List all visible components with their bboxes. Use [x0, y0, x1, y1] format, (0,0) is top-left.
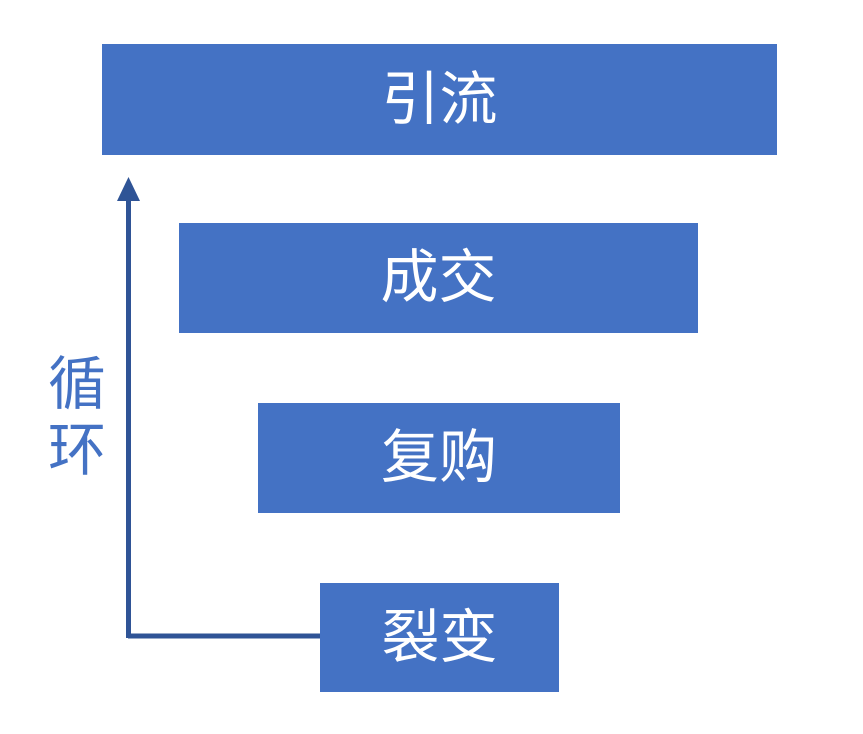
loop-caption-line-2: 环 — [47, 418, 106, 483]
stage-bar-1[interactable] — [102, 44, 777, 155]
loop-caption-line-1: 循 — [47, 352, 106, 417]
stage-bar-2[interactable] — [179, 223, 698, 333]
stage-bar-3[interactable] — [258, 403, 620, 513]
loop-caption: 循环 — [44, 352, 110, 484]
stage-bar-4[interactable] — [320, 583, 559, 692]
